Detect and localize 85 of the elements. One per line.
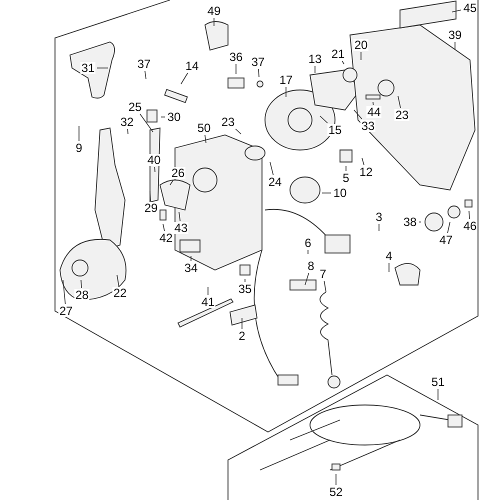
callout-number: 9	[74, 142, 84, 154]
leader-line	[324, 280, 326, 292]
callout-number: 45	[462, 2, 478, 14]
callout-number: 3	[374, 211, 384, 223]
callout-number: 12	[358, 166, 374, 178]
callout-number: 43	[173, 222, 189, 234]
callout-number: 44	[366, 106, 382, 118]
leader-line	[314, 66, 316, 74]
callout-number: 49	[206, 5, 222, 17]
callout-number: 14	[184, 60, 200, 72]
callout-number: 27	[58, 305, 74, 317]
leader-line	[378, 224, 380, 232]
leader-line	[150, 190, 151, 202]
callout-number: 7	[318, 268, 328, 280]
leader-line	[447, 222, 450, 234]
leader-line	[244, 278, 246, 282]
leader-line	[235, 128, 242, 134]
callout-number: 28	[74, 289, 90, 301]
leader-line	[78, 126, 80, 142]
callout-number: 34	[183, 262, 199, 274]
callout-number: 20	[353, 39, 369, 51]
callout-number: 47	[438, 234, 454, 246]
leader-line	[320, 116, 328, 124]
leader-line	[154, 166, 156, 172]
callout-number: 40	[146, 154, 162, 166]
callout-number: 13	[307, 53, 323, 65]
leader-line	[322, 192, 332, 194]
leader-line	[162, 224, 165, 232]
callout-number: 4	[384, 250, 394, 262]
leader-line	[180, 72, 188, 84]
leader-line	[144, 70, 146, 80]
leader-line	[362, 158, 364, 166]
callout-number: 37	[250, 56, 266, 68]
leader-line	[204, 134, 206, 144]
callout-number: 17	[278, 74, 294, 86]
callout-number: 32	[119, 116, 135, 128]
leader-line	[270, 162, 274, 176]
leader-line	[127, 128, 128, 134]
callout-number: 36	[228, 51, 244, 63]
callout-number: 46	[462, 220, 478, 232]
callout-number: 10	[332, 187, 348, 199]
callout-number: 39	[447, 29, 463, 41]
leader-line	[170, 180, 174, 186]
leader-line	[342, 60, 344, 64]
leader-line	[304, 272, 310, 286]
leader-line	[190, 256, 192, 262]
leader-line	[372, 102, 374, 106]
callout-number: 15	[327, 124, 343, 136]
leader-line	[452, 10, 462, 12]
callout-number: 23	[220, 116, 236, 128]
callout-number: 29	[143, 202, 159, 214]
callout-number: 21	[330, 48, 346, 60]
leader-line	[62, 280, 66, 304]
leader-line	[140, 114, 154, 132]
callout-number: 38	[402, 216, 418, 228]
leader-line	[468, 210, 470, 220]
leader-line	[160, 116, 166, 118]
callout-number: 22	[112, 287, 128, 299]
callout-number: 24	[267, 176, 283, 188]
callout-number: 37	[136, 58, 152, 70]
callout-number: 50	[196, 122, 212, 134]
leader-line	[454, 42, 456, 50]
callout-number: 33	[360, 120, 376, 132]
leader-line	[116, 274, 120, 286]
leader-line	[354, 110, 362, 120]
leader-line	[178, 212, 181, 222]
callout-number: 30	[166, 111, 182, 123]
leader-line	[80, 280, 82, 288]
callout-number: 2	[238, 330, 246, 342]
callout-number: 41	[200, 296, 216, 308]
callout-number: 52	[328, 486, 344, 498]
callout-number: 23	[394, 109, 410, 121]
callout-number: 31	[80, 62, 96, 74]
callout-number: 5	[342, 172, 350, 184]
callout-number: 42	[158, 232, 174, 244]
callout-number: 8	[306, 260, 316, 272]
callout-number: 35	[237, 283, 253, 295]
leader-line	[360, 52, 362, 60]
callout-number: 26	[170, 167, 186, 179]
callout-number: 25	[127, 101, 143, 113]
callout-number: 6	[304, 237, 312, 249]
leader-line	[388, 262, 390, 272]
leader-line	[398, 96, 401, 108]
leader-line	[258, 68, 260, 78]
callout-number: 51	[430, 376, 446, 388]
